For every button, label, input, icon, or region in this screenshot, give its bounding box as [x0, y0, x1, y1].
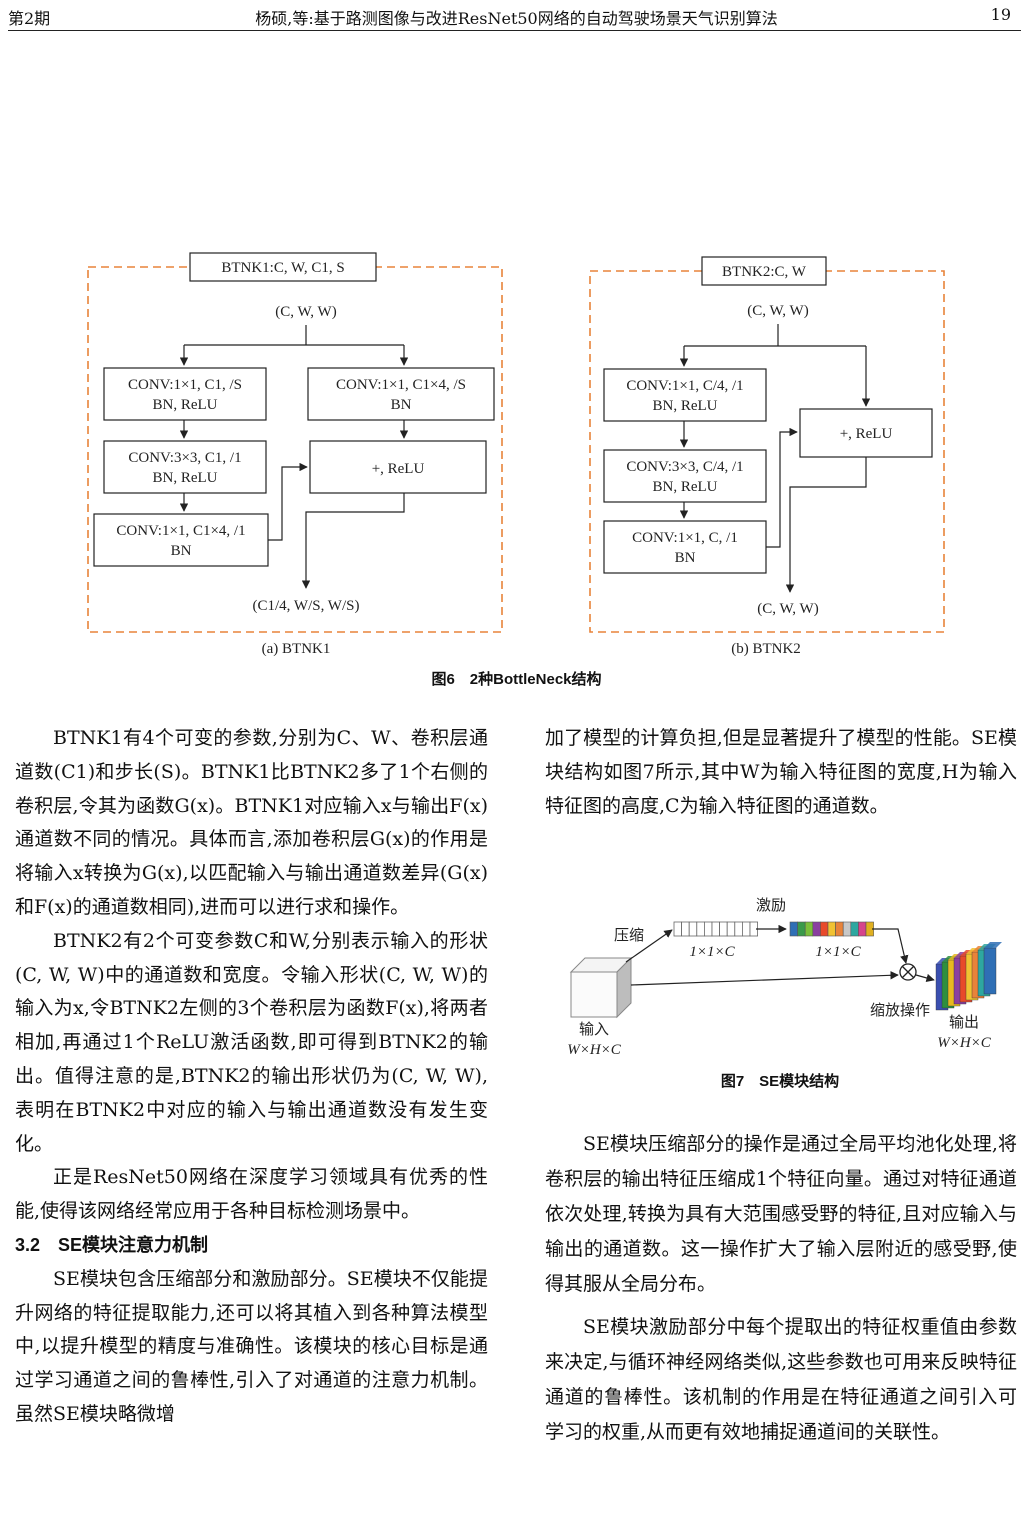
btnk2-sublabel: (b) BTNK2: [731, 641, 801, 657]
btnk2-conv1-line1: CONV:1×1, C/4, /1: [626, 378, 743, 394]
excited-vector-cell: [842, 921, 852, 937]
left-column: BTNK1有4个可变的参数,分别为C、W、卷积层通道数(C1)和步长(S)。BT…: [15, 722, 488, 1432]
page-number: 19: [990, 5, 1011, 24]
btnk1-conv1-line1: CONV:1×1, C1, /S: [128, 377, 242, 393]
excited-vector-cell: [850, 921, 859, 937]
btnk1-shortcut-box: [307, 367, 495, 421]
squeezed-vector-cell: [704, 921, 713, 937]
btnk2-conv1-box: [603, 368, 767, 422]
excited-vector-cell: [827, 921, 836, 937]
excited-vector-cell: [812, 921, 821, 937]
header-rule: [8, 30, 1021, 31]
left-paragraph-2: BTNK2有2个可变参数C和W,分别表示输入的形状(C, W, W)中的通道数和…: [15, 929, 488, 1155]
right-column-top: 加了模型的计算负担,但是显著提升了模型的性能。SE模块结构如图7所示,其中W为输…: [545, 722, 1017, 823]
squeezed-vector: [673, 921, 758, 937]
input-cube: [569, 956, 633, 1019]
right-paragraph-1: 加了模型的计算负担,但是显著提升了模型的性能。SE模块结构如图7所示,其中W为输…: [545, 727, 1017, 817]
btnk2-conv2-line2: BN, ReLU: [653, 479, 718, 495]
btnk2-output: (C, W, W): [757, 601, 818, 617]
btnk1-conv2-box: [103, 440, 267, 494]
running-header: 第2期 杨硕,等:基于路测图像与改进ResNet50网络的自动驾驶场景天气识别算…: [0, 0, 1033, 31]
excite-label: 激励: [756, 897, 786, 914]
issue-number: 第2期: [8, 9, 51, 28]
left-paragraph-4: SE模块包含压缩部分和激励部分。SE模块不仅能提升网络的特征提取能力,还可以将其…: [15, 1267, 488, 1425]
left-paragraph-1: BTNK1有4个可变的参数,分别为C、W、卷积层通道数(C1)和步长(S)。BT…: [15, 727, 488, 918]
btnk2-frame: [589, 270, 945, 633]
right-paragraph-2: SE模块压缩部分的操作是通过全局平均池化处理,将卷积层的输出特征压缩成1个特征向…: [545, 1133, 1017, 1295]
squeezed-vector-cell: [742, 921, 751, 937]
excited-vector-cell: [797, 921, 806, 937]
squeezed-vector-cell: [696, 921, 705, 937]
btnk1-conv3-line2: BN: [171, 543, 192, 559]
output-dims: W×H×C: [937, 1035, 992, 1051]
right-column-bottom: SE模块压缩部分的操作是通过全局平均池化处理,将卷积层的输出特征压缩成1个特征向…: [545, 1127, 1017, 1450]
btnk2-conv3-line2: BN: [675, 550, 696, 566]
btnk1-title-box: [189, 252, 377, 282]
squeezed-vector-cell: [688, 921, 698, 937]
btnk1-title: BTNK1:C, W, C1, S: [221, 260, 344, 276]
btnk2-conv2-line1: CONV:3×3, C/4, /1: [626, 459, 743, 475]
squeezed-vector-cell: [681, 921, 690, 937]
figure6-caption: 图6 2种BottleNeck结构: [431, 671, 602, 688]
output-feature-stack: [935, 942, 1002, 1011]
output-layer: [983, 947, 997, 995]
vec2-label: 1×1×C: [815, 944, 861, 960]
btnk2-conv3-line1: CONV:1×1, C, /1: [632, 530, 738, 546]
btnk1-add: +, ReLU: [372, 461, 425, 477]
input-label: 输入: [579, 1021, 609, 1038]
btnk2-conv1-line2: BN, ReLU: [653, 398, 718, 414]
excited-vector-cell: [820, 921, 829, 937]
vec1-label: 1×1×C: [689, 944, 735, 960]
squeezed-vector-cell: [726, 921, 736, 937]
multiply-icon: [899, 963, 917, 981]
btnk1-sublabel: (a) BTNK1: [262, 641, 331, 657]
scale-label: 缩放操作: [870, 1002, 930, 1019]
btnk1-add-box: [309, 440, 487, 494]
btnk2-input: (C, W, W): [747, 303, 808, 319]
btnk1-conv3-line1: CONV:1×1, C1×4, /1: [116, 523, 245, 539]
excited-vector-cell: [789, 921, 798, 937]
btnk1-conv2-line1: CONV:3×3, C1, /1: [128, 450, 241, 466]
output-label: 输出: [949, 1014, 979, 1031]
excited-vector-cell: [804, 921, 814, 937]
excited-vector: [789, 921, 874, 937]
btnk1-shortcut-line1: CONV:1×1, C1×4, /S: [336, 377, 466, 393]
btnk1-output: (C1/4, W/S, W/S): [253, 598, 360, 614]
squeezed-vector-cell: [734, 921, 743, 937]
output-layer-top: [984, 942, 1002, 948]
figure7-caption: 图7 SE模块结构: [720, 1073, 840, 1090]
btnk1-input: (C, W, W): [275, 304, 336, 320]
squeezed-vector-cell: [711, 921, 720, 937]
btnk2-conv2-box: [603, 449, 767, 503]
btnk1-conv1-line2: BN, ReLU: [153, 397, 218, 413]
btnk1-diagram: BTNK1:C, W, C1, S (C, W, W) CONV:1×1, C1…: [87, 252, 503, 657]
excited-vector-cell: [835, 921, 844, 937]
squeeze-label: 压缩: [614, 927, 644, 944]
input-dims: W×H×C: [567, 1042, 622, 1058]
btnk1-shortcut-line2: BN: [391, 397, 412, 413]
right-paragraph-3: SE模块激励部分中每个提取出的特征权重值由参数来决定,与循环神经网络类似,这些参…: [545, 1316, 1017, 1443]
running-title: 杨硕,等:基于路测图像与改进ResNet50网络的自动驾驶场景天气识别算法: [255, 9, 778, 28]
btnk1-conv2-line2: BN, ReLU: [153, 470, 218, 486]
excited-vector-cell: [858, 921, 867, 937]
btnk2-add: +, ReLU: [840, 426, 893, 442]
btnk2-diagram: BTNK2:C, W (C, W, W) CONV:1×1, C/4, /1 B…: [589, 256, 945, 657]
se-module-diagram: 输入 W×H×C 压缩 1×1×C 激励 1×1×C 缩放操作 输出 W×H×C: [567, 897, 1002, 1058]
btnk1-conv1-box: [103, 367, 267, 421]
squeezed-vector-cell: [719, 921, 728, 937]
left-paragraph-3: 正是ResNet50网络在深度学习领域具有优秀的性能,使得该网络经常应用于各种目…: [15, 1166, 488, 1223]
btnk2-title: BTNK2:C, W: [722, 264, 807, 280]
btnk2-title-box: [701, 256, 827, 286]
squeezed-vector-cell: [673, 921, 682, 937]
section-heading: 3.2 SE模块注意力机制: [15, 1234, 209, 1255]
